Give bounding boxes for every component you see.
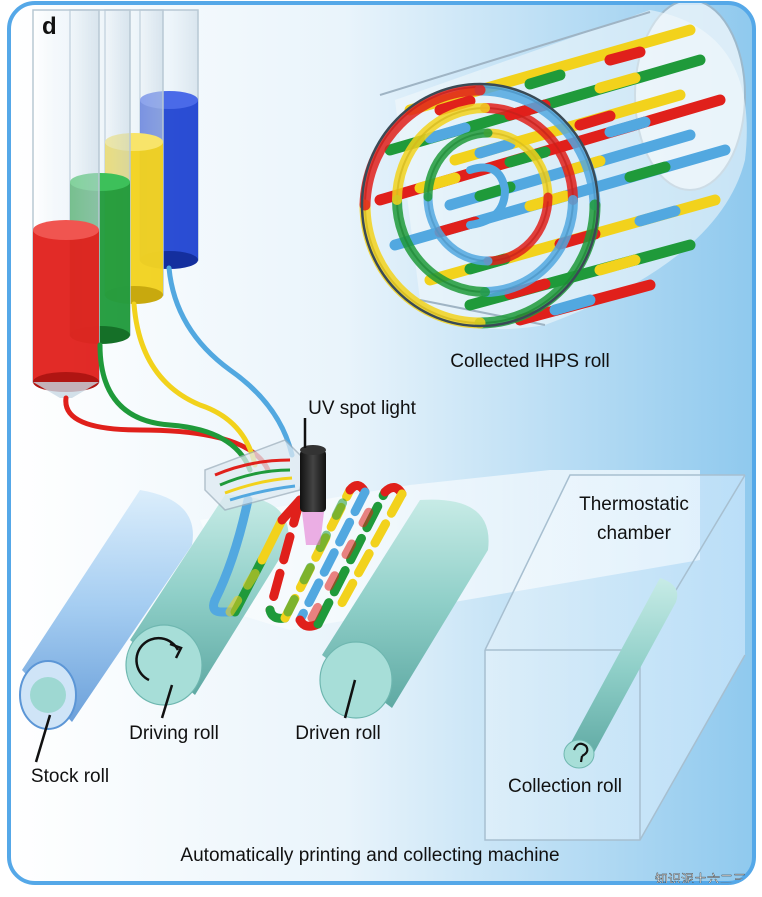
machine-caption: Automatically printing and collecting ma… bbox=[180, 845, 559, 866]
uv-light-label: UV spot light bbox=[308, 398, 416, 419]
watermark-text: 知识泥土六二三 bbox=[655, 872, 746, 887]
panel-letter: d bbox=[42, 13, 57, 40]
stock-roll-label: Stock roll bbox=[31, 766, 109, 787]
stock-roll-leader bbox=[34, 714, 52, 763]
driven-roll-label: Driven roll bbox=[295, 723, 381, 744]
driven-roll-leader bbox=[343, 679, 357, 719]
thermostatic-chamber bbox=[484, 474, 746, 841]
uv-spot-light bbox=[300, 418, 326, 545]
collected-roll-label: Collected IHPS roll bbox=[450, 351, 609, 372]
chamber-label-line1: Thermostatic bbox=[579, 494, 689, 515]
ink-reservoirs bbox=[32, 9, 199, 398]
driven-roll bbox=[319, 499, 489, 719]
chamber-label-line2: chamber bbox=[597, 523, 672, 544]
mixing-print-head bbox=[204, 439, 306, 511]
panel-frame bbox=[7, 1, 756, 885]
feed-tubes bbox=[63, 265, 295, 473]
driving-roll bbox=[125, 495, 289, 706]
stock-roll bbox=[19, 490, 193, 730]
collection-roll-label: Collection roll bbox=[508, 776, 622, 797]
driving-roll-leader bbox=[160, 684, 174, 719]
driving-roll-label: Driving roll bbox=[129, 723, 219, 744]
collected-ihps-roll bbox=[359, 3, 747, 330]
